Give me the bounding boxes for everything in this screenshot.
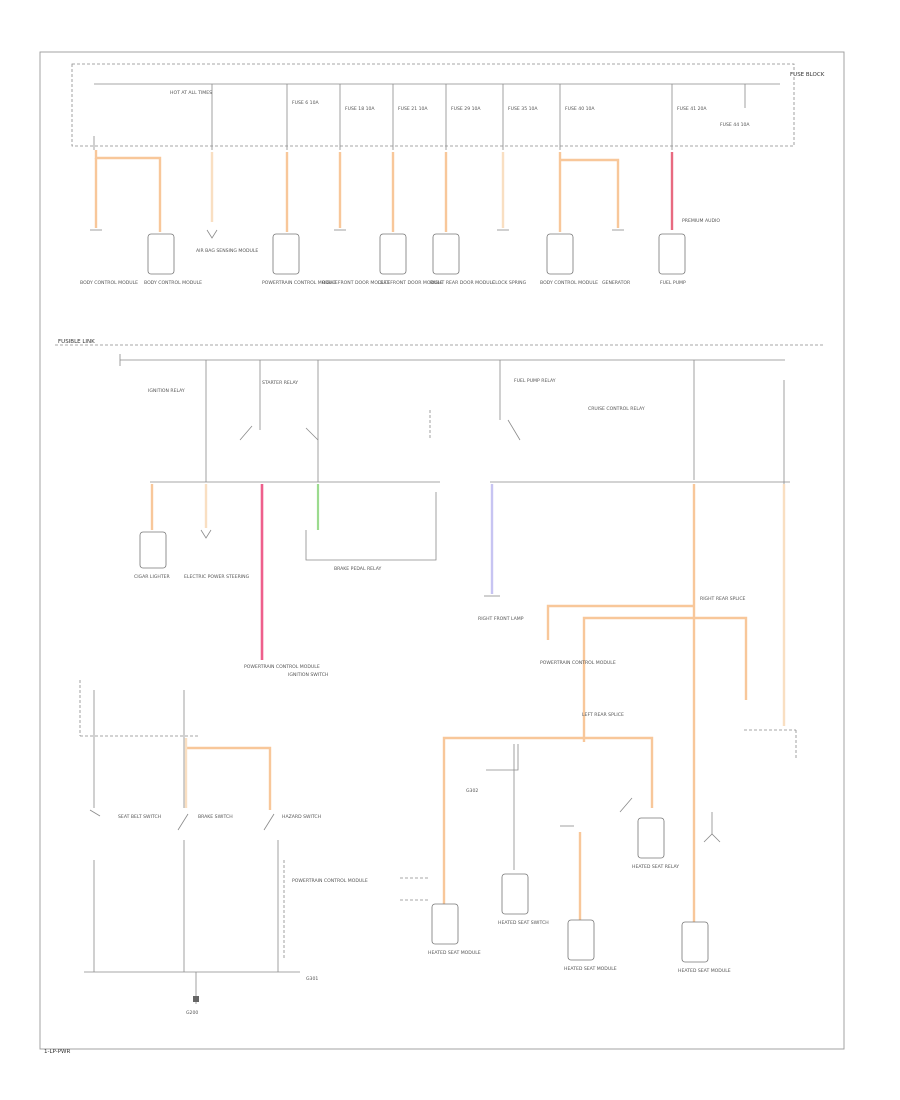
component-b4 bbox=[431, 903, 459, 945]
svg-text:AIR BAG SENSING MODULE: AIR BAG SENSING MODULE bbox=[196, 248, 258, 254]
svg-text:FUSE 29 10A: FUSE 29 10A bbox=[451, 106, 481, 112]
svg-text:CRUISE CONTROL RELAY: CRUISE CONTROL RELAY bbox=[588, 406, 645, 412]
svg-text:RIGHT FRONT LAMP: RIGHT FRONT LAMP bbox=[478, 616, 524, 622]
component-c6 bbox=[379, 233, 407, 275]
diagram-frame bbox=[39, 51, 845, 1050]
svg-text:BODY CONTROL MODULE: BODY CONTROL MODULE bbox=[80, 280, 138, 286]
svg-text:BODY CONTROL MODULE: BODY CONTROL MODULE bbox=[144, 280, 202, 286]
svg-text:FUSE 18 10A: FUSE 18 10A bbox=[345, 106, 375, 112]
component-b5 bbox=[501, 873, 529, 915]
svg-text:LEFT REAR SPLICE: LEFT REAR SPLICE bbox=[582, 712, 624, 718]
svg-text:FUEL PUMP RELAY: FUEL PUMP RELAY bbox=[514, 378, 556, 384]
svg-text:FUEL PUMP: FUEL PUMP bbox=[660, 280, 686, 286]
component-c4 bbox=[272, 233, 300, 275]
top-fuse-labels: HOT AT ALL TIMES FUSE 6 10A FUSE 18 10A … bbox=[170, 90, 750, 128]
svg-text:FUSE 35 10A: FUSE 35 10A bbox=[508, 106, 538, 112]
svg-text:LEFT FRONT DOOR MODULE: LEFT FRONT DOOR MODULE bbox=[378, 280, 443, 286]
component-b7 bbox=[637, 817, 665, 859]
svg-text:HEATED SEAT MODULE: HEATED SEAT MODULE bbox=[428, 950, 481, 956]
svg-text:POWERTRAIN CONTROL MODULE: POWERTRAIN CONTROL MODULE bbox=[292, 878, 368, 884]
svg-text:FUSE 6 10A: FUSE 6 10A bbox=[292, 100, 320, 106]
top-fuse-block: FUSE BLOCK HOT AT ALL TIMES FUSE 6 10A F… bbox=[71, 63, 825, 286]
fuse-block-label: FUSE BLOCK bbox=[790, 72, 825, 78]
component-c7 bbox=[432, 233, 460, 275]
svg-text:RIGHT FRONT DOOR MODULE: RIGHT FRONT DOOR MODULE bbox=[322, 280, 390, 286]
page-code: 1-LP-PWR bbox=[44, 1049, 70, 1055]
component-b6 bbox=[567, 919, 595, 961]
svg-text:POWERTRAIN CONTROL MODULE: POWERTRAIN CONTROL MODULE bbox=[540, 660, 616, 666]
svg-text:FUSE 41 20A: FUSE 41 20A bbox=[677, 106, 707, 112]
svg-text:POWERTRAIN CONTROL MODULE: POWERTRAIN CONTROL MODULE bbox=[262, 280, 338, 286]
svg-text:G200: G200 bbox=[186, 1010, 198, 1016]
svg-text:G302: G302 bbox=[466, 788, 478, 794]
svg-text:POWERTRAIN CONTROL MODULE: POWERTRAIN CONTROL MODULE bbox=[244, 664, 320, 670]
top-component-labels: BODY CONTROL MODULE BODY CONTROL MODULE … bbox=[80, 218, 720, 286]
svg-text:BRAKE PEDAL RELAY: BRAKE PEDAL RELAY bbox=[334, 566, 382, 572]
svg-text:FUSE 44 10A: FUSE 44 10A bbox=[720, 122, 750, 128]
top-components bbox=[90, 229, 686, 275]
svg-text:CLOCK SPRING: CLOCK SPRING bbox=[492, 280, 527, 286]
svg-text:BRAKE SWITCH: BRAKE SWITCH bbox=[198, 814, 233, 820]
svg-text:HEATED SEAT SWITCH: HEATED SEAT SWITCH bbox=[498, 920, 549, 926]
svg-text:PREMIUM AUDIO: PREMIUM AUDIO bbox=[682, 218, 720, 224]
svg-text:CIGAR LIGHTER: CIGAR LIGHTER bbox=[134, 574, 171, 580]
component-c9 bbox=[546, 233, 574, 275]
svg-text:RIGHT REAR DOOR MODULE: RIGHT REAR DOOR MODULE bbox=[430, 280, 495, 286]
svg-text:RIGHT REAR SPLICE: RIGHT REAR SPLICE bbox=[700, 596, 746, 602]
svg-text:STARTER RELAY: STARTER RELAY bbox=[262, 380, 298, 386]
svg-text:IGNITION SWITCH: IGNITION SWITCH bbox=[288, 672, 328, 678]
component-c11 bbox=[658, 233, 686, 275]
svg-text:HAZARD SWITCH: HAZARD SWITCH bbox=[282, 814, 321, 820]
svg-text:HEATED SEAT RELAY: HEATED SEAT RELAY bbox=[632, 864, 679, 870]
svg-text:SEAT BELT SWITCH: SEAT BELT SWITCH bbox=[118, 814, 161, 820]
middle-section: FUSIBLE LINK IGNITION RELAY STARTER RELA… bbox=[58, 339, 790, 924]
svg-text:G301: G301 bbox=[306, 976, 318, 982]
top-drops bbox=[93, 84, 746, 150]
fusible-link-label: FUSIBLE LINK bbox=[58, 339, 95, 345]
component-b8 bbox=[681, 921, 709, 963]
bottom-section: SEAT BELT SWITCH BRAKE SWITCH HAZARD SWI… bbox=[79, 680, 797, 1016]
svg-text:GENERATOR: GENERATOR bbox=[602, 280, 631, 286]
top-colored-wires bbox=[94, 150, 674, 232]
component-m1 bbox=[139, 531, 167, 569]
svg-text:FUSE 21 10A: FUSE 21 10A bbox=[398, 106, 428, 112]
svg-text:HOT AT ALL TIMES: HOT AT ALL TIMES bbox=[170, 90, 212, 96]
component-c2 bbox=[147, 233, 175, 275]
svg-text:IGNITION RELAY: IGNITION RELAY bbox=[148, 388, 185, 394]
svg-text:HEATED SEAT MODULE: HEATED SEAT MODULE bbox=[564, 966, 617, 972]
svg-text:ELECTRIC POWER STEERING: ELECTRIC POWER STEERING bbox=[184, 574, 250, 580]
svg-text:HEATED SEAT MODULE: HEATED SEAT MODULE bbox=[678, 968, 731, 974]
svg-text:FUSE 40 10A: FUSE 40 10A bbox=[565, 106, 595, 112]
svg-text:BODY CONTROL MODULE: BODY CONTROL MODULE bbox=[540, 280, 598, 286]
